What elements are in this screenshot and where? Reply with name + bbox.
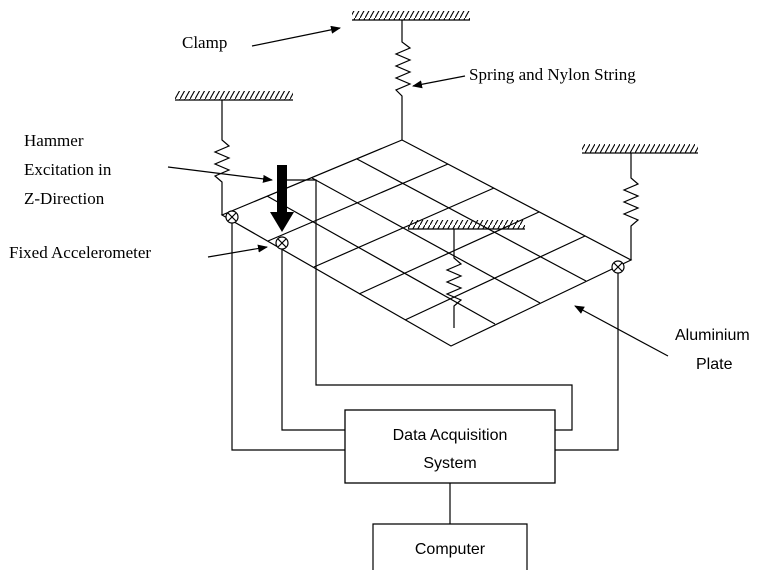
spring-left — [213, 100, 231, 215]
hammer-label-line2: Excitation in — [24, 160, 112, 179]
spring-middle — [445, 229, 463, 328]
accelerometer-left — [225, 210, 239, 224]
aluminium-plate-grid — [220, 139, 633, 347]
plate-label-line2: Plate — [696, 356, 733, 373]
clamp-label: Clamp — [182, 33, 227, 52]
accelerometer-label: Fixed Accelerometer — [9, 243, 151, 262]
data-acquisition-box: Data Acquisition System — [344, 409, 556, 484]
clamp-left — [175, 91, 293, 101]
spring-right — [622, 153, 640, 260]
spring-label: Spring and Nylon String — [469, 65, 636, 84]
clamp-top-center — [352, 11, 470, 21]
computer-box: Computer — [372, 523, 528, 570]
signal-wires — [231, 179, 619, 524]
accelerometer-fixed — [275, 236, 289, 250]
daq-label-line2: System — [423, 455, 476, 472]
hammer-label-line1: Hammer — [24, 131, 84, 150]
computer-label: Computer — [415, 541, 486, 558]
label-arrows — [167, 25, 669, 357]
daq-label-line1: Data Acquisition — [393, 427, 508, 444]
spring-top-center — [394, 20, 412, 140]
plate-label-line1: Aluminium — [675, 327, 750, 344]
hammer-arrow — [270, 165, 294, 232]
hammer-label-line3: Z-Direction — [24, 189, 105, 208]
accelerometer-right — [611, 260, 625, 274]
clamp-middle — [408, 220, 525, 230]
clamp-right — [582, 144, 698, 154]
